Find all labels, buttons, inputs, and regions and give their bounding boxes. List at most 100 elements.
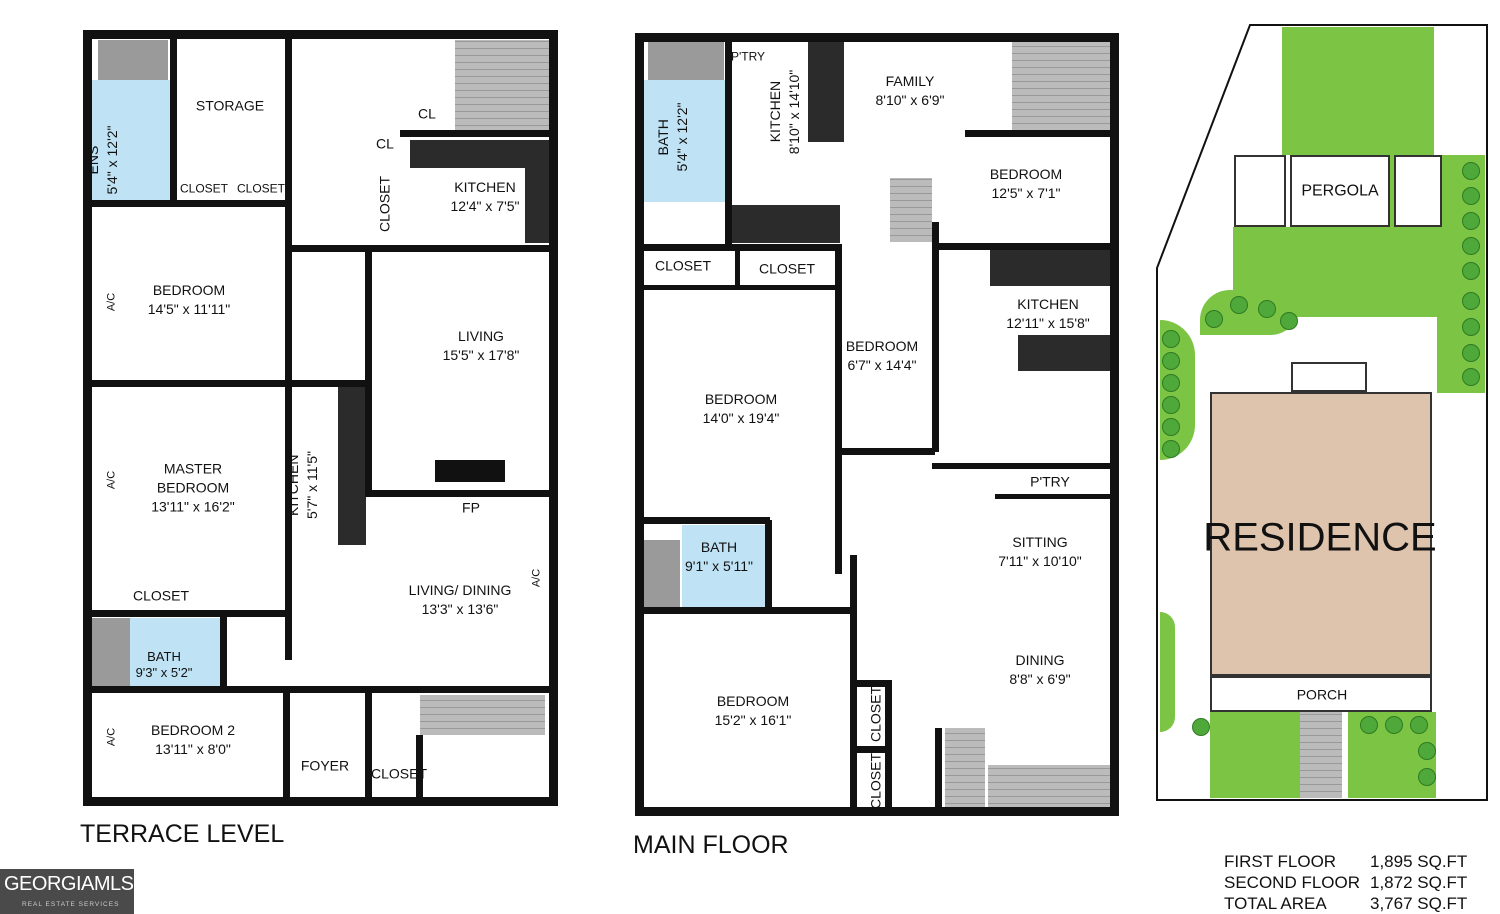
area-value: 1,872 SQ.FT	[1370, 873, 1468, 892]
tree-icon	[1462, 368, 1480, 386]
plan-shape: 8'8" x 6'9"	[1009, 671, 1071, 687]
interior-wall	[640, 285, 840, 290]
area-value: 1,895 SQ.FT	[1370, 852, 1468, 871]
terrace-stairs	[455, 40, 550, 132]
pergola-label: PERGOLA	[1301, 182, 1379, 200]
tree-icon	[1258, 300, 1276, 318]
kitchen-counter	[410, 140, 550, 168]
pergola	[1290, 155, 1390, 227]
plan-shape: 13'11" x 8'0"	[155, 741, 231, 757]
interior-wall	[283, 690, 290, 805]
tree-icon	[1230, 296, 1248, 314]
kitchen-counter	[990, 250, 1112, 286]
plan-shape: GEORGIAMLS	[4, 873, 134, 895]
room-closet: CLOSET	[759, 260, 815, 279]
plan-shape: 6'7" x 14'4"	[847, 357, 917, 373]
plan-shape: KITCHEN	[1017, 296, 1079, 312]
plan-shape	[1291, 362, 1367, 392]
front-steps	[1300, 712, 1342, 798]
plan-shape: 14'5" x 11'11"	[147, 301, 231, 317]
interior-wall	[416, 735, 423, 805]
room-foyer: FOYER	[301, 757, 349, 776]
plan-shape: CL	[418, 105, 436, 122]
room-pantry: P'TRY	[731, 48, 765, 67]
plan-shape: STORAGE	[195, 97, 265, 114]
room-closet: CLOSET	[371, 765, 427, 784]
room-sitting: SITTING 7'11" x 10'10"	[998, 533, 1082, 571]
interior-wall	[400, 130, 550, 137]
ensuite-tub	[98, 40, 168, 80]
plan-shape	[1234, 155, 1286, 227]
interior-wall	[88, 380, 288, 387]
plan-shape: P'TRY	[1030, 473, 1070, 490]
tree-icon	[1462, 237, 1480, 255]
room-bedroom-2: BEDROOM 2 13'11" x 8'0"	[151, 721, 235, 759]
bath-fill	[682, 525, 768, 607]
main-stairs-small	[890, 178, 932, 242]
tree-icon	[1192, 718, 1210, 736]
tree-icon	[1162, 396, 1180, 414]
main-stairs-lower	[988, 765, 1113, 810]
plan-shape: LIVING/ DINING	[408, 582, 512, 598]
terrace-outer-walls	[83, 30, 558, 806]
lawn	[1210, 712, 1300, 798]
main-stairs-lower	[945, 728, 985, 810]
room-closet: CLOSET	[180, 180, 228, 199]
plan-shape: FOYER	[300, 757, 350, 774]
interior-wall	[220, 610, 227, 690]
room-closet: CLOSET	[237, 180, 285, 199]
plan-shape: 12'11" x 15'8"	[1006, 315, 1090, 331]
area-label: TOTAL AREA	[1224, 894, 1327, 913]
tree-icon	[1462, 187, 1480, 205]
tree-icon	[1280, 312, 1298, 330]
plan-shape: DINING	[1015, 652, 1065, 668]
plan-shape: CLOSET	[179, 181, 229, 196]
tree-icon	[1462, 344, 1480, 362]
interior-wall	[735, 250, 740, 288]
interior-wall	[885, 680, 892, 813]
interior-wall	[840, 448, 935, 455]
interior-wall	[855, 680, 890, 687]
area-label: FIRST FLOOR	[1224, 852, 1337, 871]
plan-shape: BEDROOM	[152, 282, 226, 298]
kitchen-counter	[525, 168, 550, 243]
plan-shape: CL	[376, 135, 394, 152]
plan-shape: BEDROOM	[716, 693, 790, 709]
plan-shape: BATH	[147, 649, 181, 664]
interior-wall	[835, 244, 842, 574]
range-counter	[808, 40, 844, 142]
plan-shape: BEDROOM	[989, 166, 1063, 182]
room-bedroom: BEDROOM 14'5" x 11'11"	[148, 281, 231, 319]
room-kitchen: KITCHEN 12'11" x 15'8"	[1006, 295, 1090, 333]
tree-icon	[1462, 162, 1480, 180]
area-label: SECOND FLOOR	[1224, 873, 1361, 892]
tree-icon	[1162, 418, 1180, 436]
ensuite-fill	[92, 80, 170, 200]
plan-shape: SITTING	[1012, 534, 1068, 550]
plan-shape: BEDROOM 2	[150, 722, 236, 738]
interior-wall	[850, 555, 857, 813]
tree-icon	[1418, 768, 1436, 786]
room-pantry: P'TRY	[1030, 473, 1070, 492]
plan-shape: 9'1" x 5'11"	[685, 558, 753, 574]
plan-shape: CLOSET	[132, 587, 190, 604]
plan-shape: 7'11" x 10'10"	[998, 553, 1082, 569]
bath-tub	[642, 540, 680, 608]
tree-icon	[1162, 374, 1180, 392]
plan-shape: BEDROOM	[704, 391, 778, 407]
interior-wall	[965, 130, 1115, 137]
tree-icon	[1162, 352, 1180, 370]
bath-tub	[648, 42, 724, 80]
fireplace	[435, 460, 505, 482]
tree-icon	[1162, 440, 1180, 458]
